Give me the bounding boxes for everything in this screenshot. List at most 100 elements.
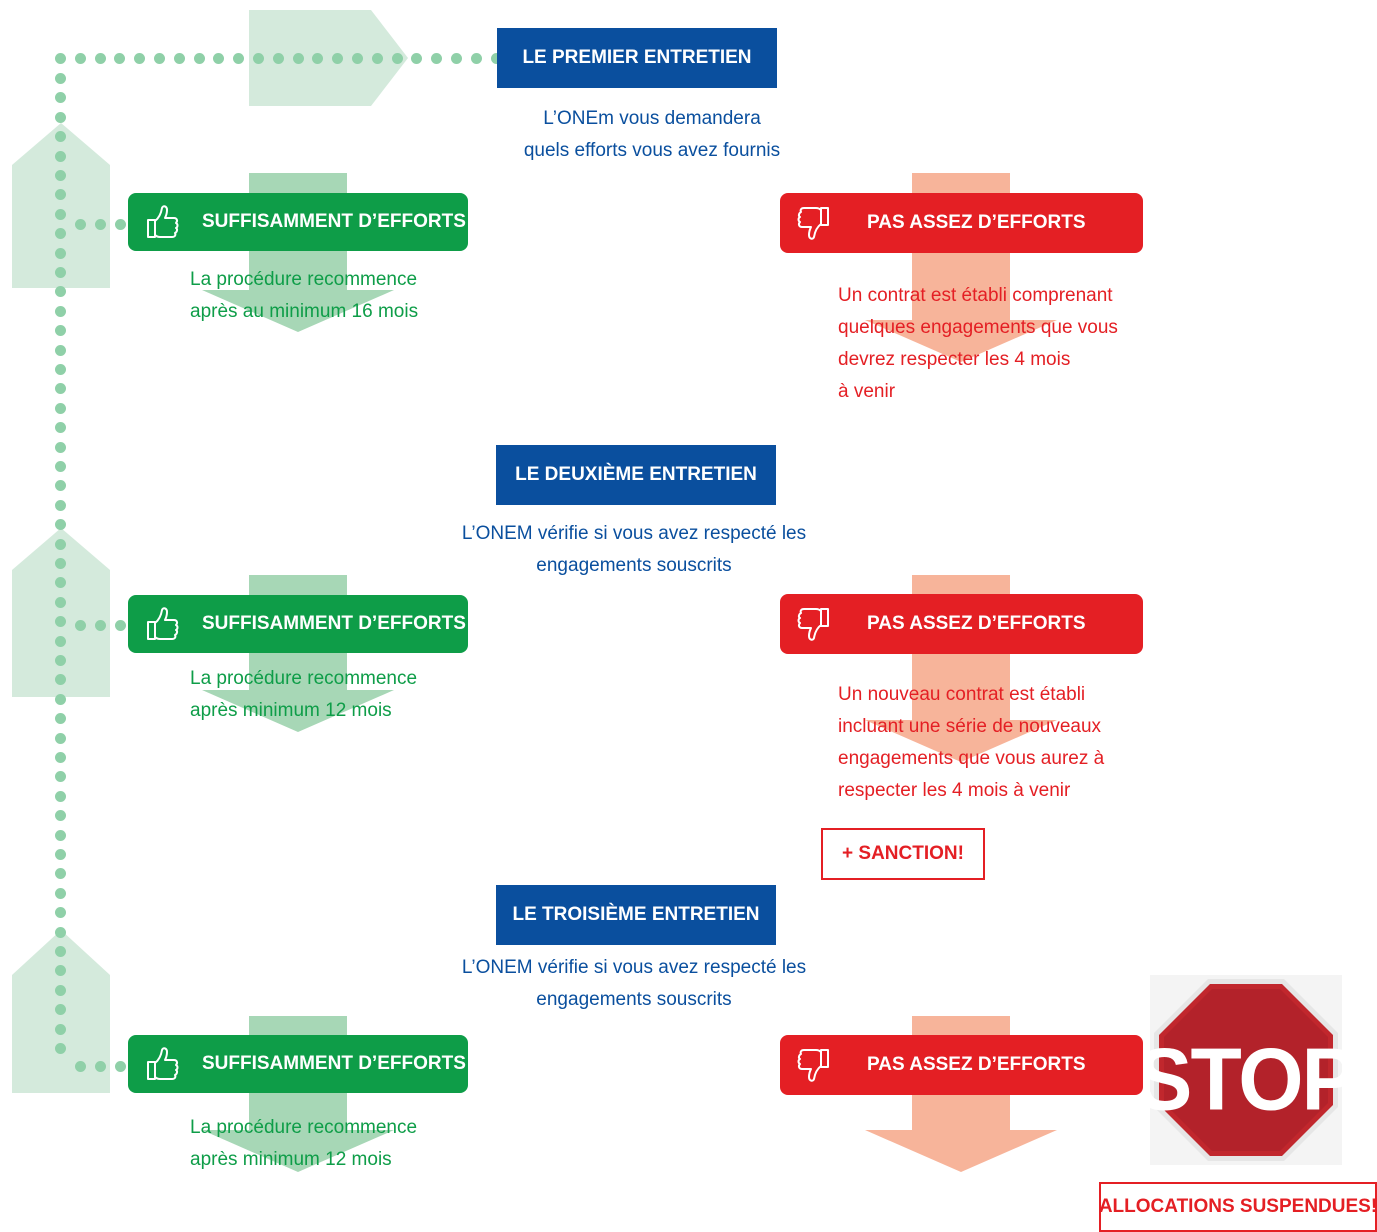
negative-text-2: Un nouveau contrat est établi incluant u… <box>838 679 1104 807</box>
thumbs-up-icon <box>140 1042 184 1086</box>
path-dot <box>114 53 126 64</box>
path-dot <box>55 829 66 841</box>
stage-desc-line: L’ONEM vérifie si vous avez respecté les <box>461 523 807 544</box>
negative-text-line: quelques engagements que vous <box>838 317 1118 338</box>
path-dot <box>55 402 66 414</box>
path-dot <box>193 53 205 64</box>
negative-outcome-2: PAS ASSEZ D’EFFORTS <box>780 594 1143 654</box>
stage-title-2: LE DEUXIÈME ENTRETIEN <box>496 445 776 505</box>
stop-sign-text: STOP <box>1150 1031 1342 1129</box>
positive-text-2: La procédure recommence après minimum 12… <box>190 663 417 727</box>
negative-text-line: respecter les 4 mois à venir <box>838 780 1071 801</box>
stage-title-1: LE PREMIER ENTRETIEN <box>497 28 777 88</box>
path-dot <box>74 53 86 64</box>
positive-text-1: La procédure recommence après au minimum… <box>190 264 418 328</box>
path-dot <box>411 53 423 64</box>
path-dot <box>371 53 383 64</box>
path-dot <box>213 53 225 64</box>
path-dot <box>55 344 66 356</box>
path-dot <box>55 150 66 162</box>
path-dot <box>352 53 363 64</box>
thumbs-up-icon <box>140 200 184 244</box>
stage-desc-1: L’ONEm vous demandera quels efforts vous… <box>452 103 852 167</box>
path-dot <box>55 208 66 220</box>
path-dot <box>55 558 66 569</box>
path-dot <box>55 170 66 181</box>
negative-text-line: Un nouveau contrat est établi <box>838 684 1086 705</box>
path-dot <box>55 53 66 64</box>
negative-label: PAS ASSEZ D’EFFORTS <box>867 212 1086 233</box>
positive-outcome-3: SUFFISAMMENT D’EFFORTS <box>128 1035 468 1093</box>
negative-text-1: Un contrat est établi comprenant quelque… <box>838 280 1118 408</box>
path-dot <box>173 53 185 64</box>
path-dot <box>55 732 66 744</box>
path-dot <box>55 655 66 666</box>
path-dot <box>55 131 66 143</box>
path-dot <box>55 674 66 686</box>
path-dot <box>55 267 66 278</box>
path-dot <box>94 53 106 64</box>
negative-text-line: incluant une série de nouveaux <box>838 716 1102 737</box>
sanction-badge: + SANCTION! <box>821 828 985 880</box>
top-arrow-shape <box>249 10 408 106</box>
thumbs-down-icon <box>792 602 836 646</box>
path-dot <box>55 868 66 880</box>
path-dot <box>55 92 66 104</box>
negative-text-line: Un contrat est établi comprenant <box>838 285 1113 306</box>
path-dot <box>55 616 66 628</box>
positive-text-line: La procédure recommence <box>190 269 418 290</box>
stop-sign-icon: STOP <box>1150 975 1342 1165</box>
path-dot <box>95 219 106 230</box>
path-dot <box>75 620 86 631</box>
path-dot <box>55 907 66 919</box>
path-dot <box>55 577 66 589</box>
path-dot <box>55 790 66 802</box>
positive-text-line: après minimum 12 mois <box>190 1149 392 1170</box>
path-dot <box>115 219 126 230</box>
path-dot <box>55 305 66 317</box>
path-dot <box>55 810 66 822</box>
path-dot <box>95 1061 106 1072</box>
path-dot <box>55 325 66 337</box>
path-dot <box>55 713 66 725</box>
path-dot <box>115 620 126 631</box>
path-dot <box>55 461 66 472</box>
stage-title-3: LE TROISIÈME ENTRETIEN <box>496 885 776 945</box>
path-dot <box>55 111 66 123</box>
path-dot <box>470 53 482 64</box>
path-dot <box>55 946 66 957</box>
positive-label: SUFFISAMMENT D’EFFORTS <box>202 1053 466 1074</box>
path-dot <box>55 752 66 763</box>
path-dot <box>490 53 502 64</box>
path-dot <box>55 849 66 860</box>
path-dot <box>55 1023 66 1035</box>
path-dot <box>75 219 86 230</box>
path-dot <box>55 422 66 434</box>
path-dot <box>55 596 66 608</box>
positive-text-line: La procédure recommence <box>190 1117 418 1138</box>
path-dot <box>292 53 304 64</box>
path-dot <box>115 1061 126 1072</box>
path-dot <box>95 620 106 631</box>
left-arrow-shape-1 <box>12 123 110 288</box>
path-dot <box>55 499 66 511</box>
stage-desc-2: L’ONEM vérifie si vous avez respecté les… <box>434 518 834 582</box>
path-dot <box>134 53 146 64</box>
stage-desc-line: engagements souscrits <box>536 555 732 576</box>
path-dot <box>55 441 66 453</box>
negative-text-line: devrez respecter les 4 mois <box>838 349 1071 370</box>
path-dot <box>55 635 66 647</box>
negative-outcome-1: PAS ASSEZ D’EFFORTS <box>780 193 1143 253</box>
path-dot <box>272 53 284 64</box>
stage-desc-line: quels efforts vous avez fournis <box>523 140 781 161</box>
thumbs-up-icon <box>140 602 184 646</box>
path-dot <box>451 53 462 64</box>
negative-label: PAS ASSEZ D’EFFORTS <box>867 613 1086 634</box>
thumbs-down-icon <box>792 201 836 245</box>
path-dot <box>55 247 66 259</box>
path-dot <box>233 53 245 64</box>
path-dot <box>55 1004 66 1016</box>
path-dot <box>55 693 66 705</box>
path-dot <box>253 53 264 64</box>
path-dot <box>55 73 66 84</box>
